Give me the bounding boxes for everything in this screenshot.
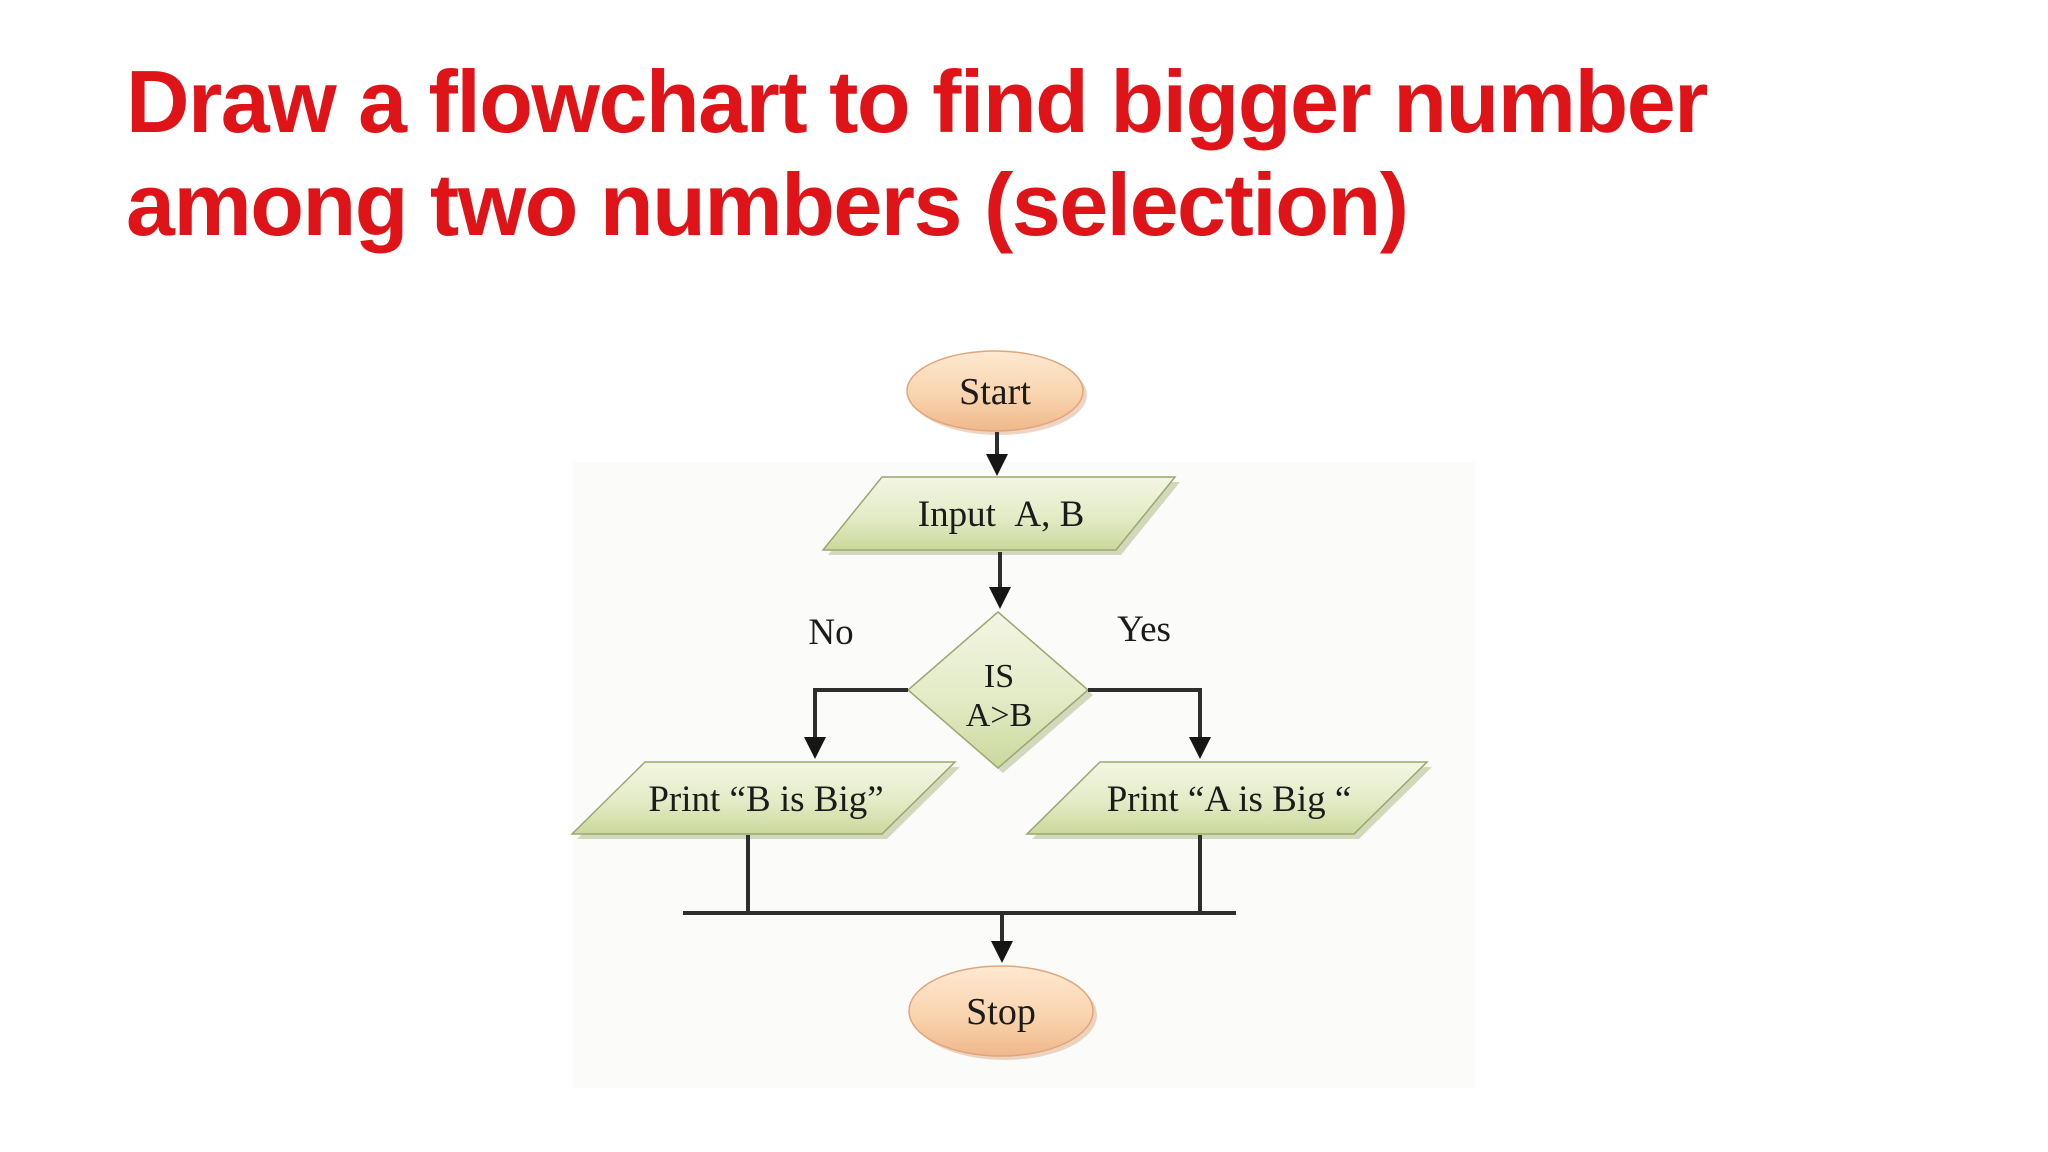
start-label: Start <box>959 371 1031 413</box>
edge-yes-branch <box>1088 688 1211 759</box>
arrowhead-icon <box>986 454 1008 476</box>
print-a-node-shape <box>1025 761 1429 835</box>
no-branch-label: No <box>808 612 853 653</box>
yes-branch-label: Yes <box>1117 609 1171 650</box>
arrowhead-icon <box>991 941 1013 963</box>
edge-start-to-input <box>986 432 1008 476</box>
edge-input-to-decision <box>989 552 1011 609</box>
decision-label-line2: A>B <box>966 697 1032 734</box>
print-b-node: Print “B is Big” <box>570 761 960 839</box>
start-node: Start <box>906 350 1087 435</box>
stop-label: Stop <box>966 991 1036 1033</box>
edge-merge-to-stop <box>991 915 1013 963</box>
edge-no-branch-line <box>813 688 908 737</box>
input-node-shape <box>821 476 1177 551</box>
edge-yes-branch-line <box>1088 688 1202 737</box>
input-label: Input A, B <box>918 494 1085 535</box>
arrowhead-icon <box>1189 737 1211 759</box>
print-b-node-shape <box>570 761 957 835</box>
print-b-label: Print “B is Big” <box>648 779 883 820</box>
input-node: Input A, B <box>821 476 1180 555</box>
print-a-node: Print “A is Big “ <box>1025 761 1432 839</box>
start-node-shape <box>906 350 1084 432</box>
stop-node-shape <box>908 965 1094 1057</box>
arrowhead-icon <box>804 737 826 759</box>
decision-node: IS A>B <box>906 611 1093 773</box>
print-a-label: Print “A is Big “ <box>1107 779 1352 820</box>
page-title-line1: Draw a flowchart to find bigger number <box>126 52 1708 151</box>
decision-node-shape <box>906 611 1090 769</box>
decision-label-line1: IS <box>984 658 1014 695</box>
stop-node: Stop <box>908 965 1097 1060</box>
arrowhead-icon <box>989 587 1011 609</box>
merge-connector <box>683 835 1236 915</box>
page-title: Draw a flowchart to find bigger number a… <box>126 50 1708 256</box>
page-title-line2: among two numbers (selection) <box>126 155 1409 254</box>
edge-no-branch <box>804 688 908 759</box>
